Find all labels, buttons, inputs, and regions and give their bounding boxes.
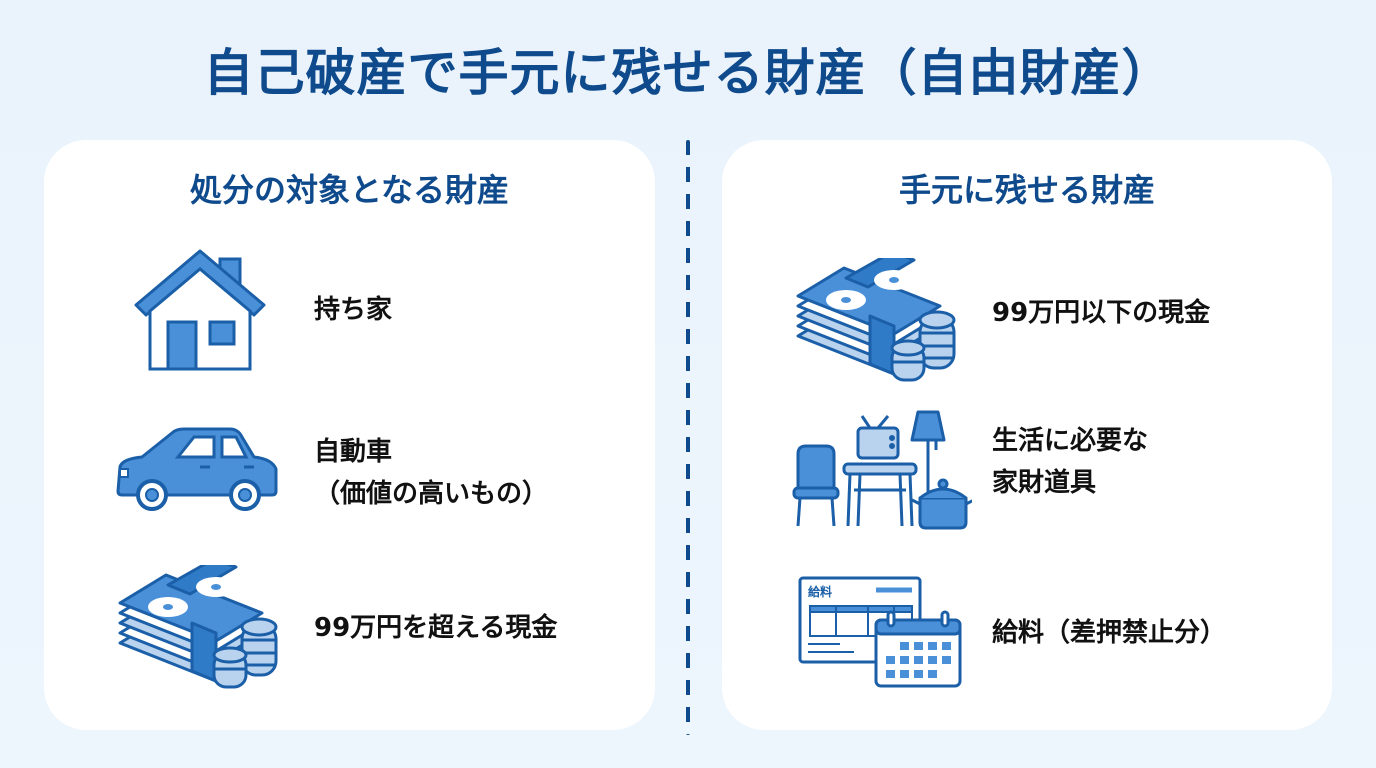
- list-item-salary: 給料 給料（差押禁止分）: [722, 574, 1332, 704]
- list-item-household-goods: 生活に必要な 家財道具: [722, 408, 1332, 538]
- list-item-house: 持ち家: [44, 245, 655, 375]
- svg-text:給料: 給料: [808, 584, 832, 599]
- left-panel-heading: 処分の対象となる財産: [189, 171, 510, 209]
- item-sublabel: （価値の高いもの）: [314, 479, 549, 509]
- list-item-cash-over-limit: 99万円を超える現金: [44, 565, 655, 695]
- cash-stack-icon: [796, 258, 956, 382]
- list-item-cash-under-limit: 99万円以下の現金: [722, 258, 1332, 388]
- right-panel-retained-assets: 手元に残せる財産: [722, 140, 1332, 730]
- item-sublabel: 家財道具: [992, 468, 1097, 498]
- item-label: 給料（差押禁止分）: [992, 618, 1227, 648]
- car-icon: [116, 427, 278, 511]
- item-label: 自動車: [314, 437, 393, 467]
- dashed-divider: [686, 140, 690, 735]
- item-label: 生活に必要な: [992, 426, 1149, 456]
- cash-stack-icon: [118, 565, 278, 689]
- left-panel-disposed-assets: 処分の対象となる財産 持ち家 自動車 （価値の高いもの）: [44, 140, 655, 730]
- list-item-car: 自動車 （価値の高いもの）: [44, 425, 655, 555]
- page-title: 自己破産で手元に残せる財産（自由財産）: [203, 44, 1173, 102]
- household-goods-icon: [792, 410, 972, 530]
- right-panel-heading: 手元に残せる財産: [898, 171, 1155, 209]
- item-label: 99万円を超える現金: [314, 613, 558, 643]
- item-label: 99万円以下の現金: [992, 298, 1211, 328]
- house-icon: [134, 249, 266, 371]
- item-label: 持ち家: [314, 295, 393, 325]
- payslip-calendar-icon: 給料: [798, 576, 962, 688]
